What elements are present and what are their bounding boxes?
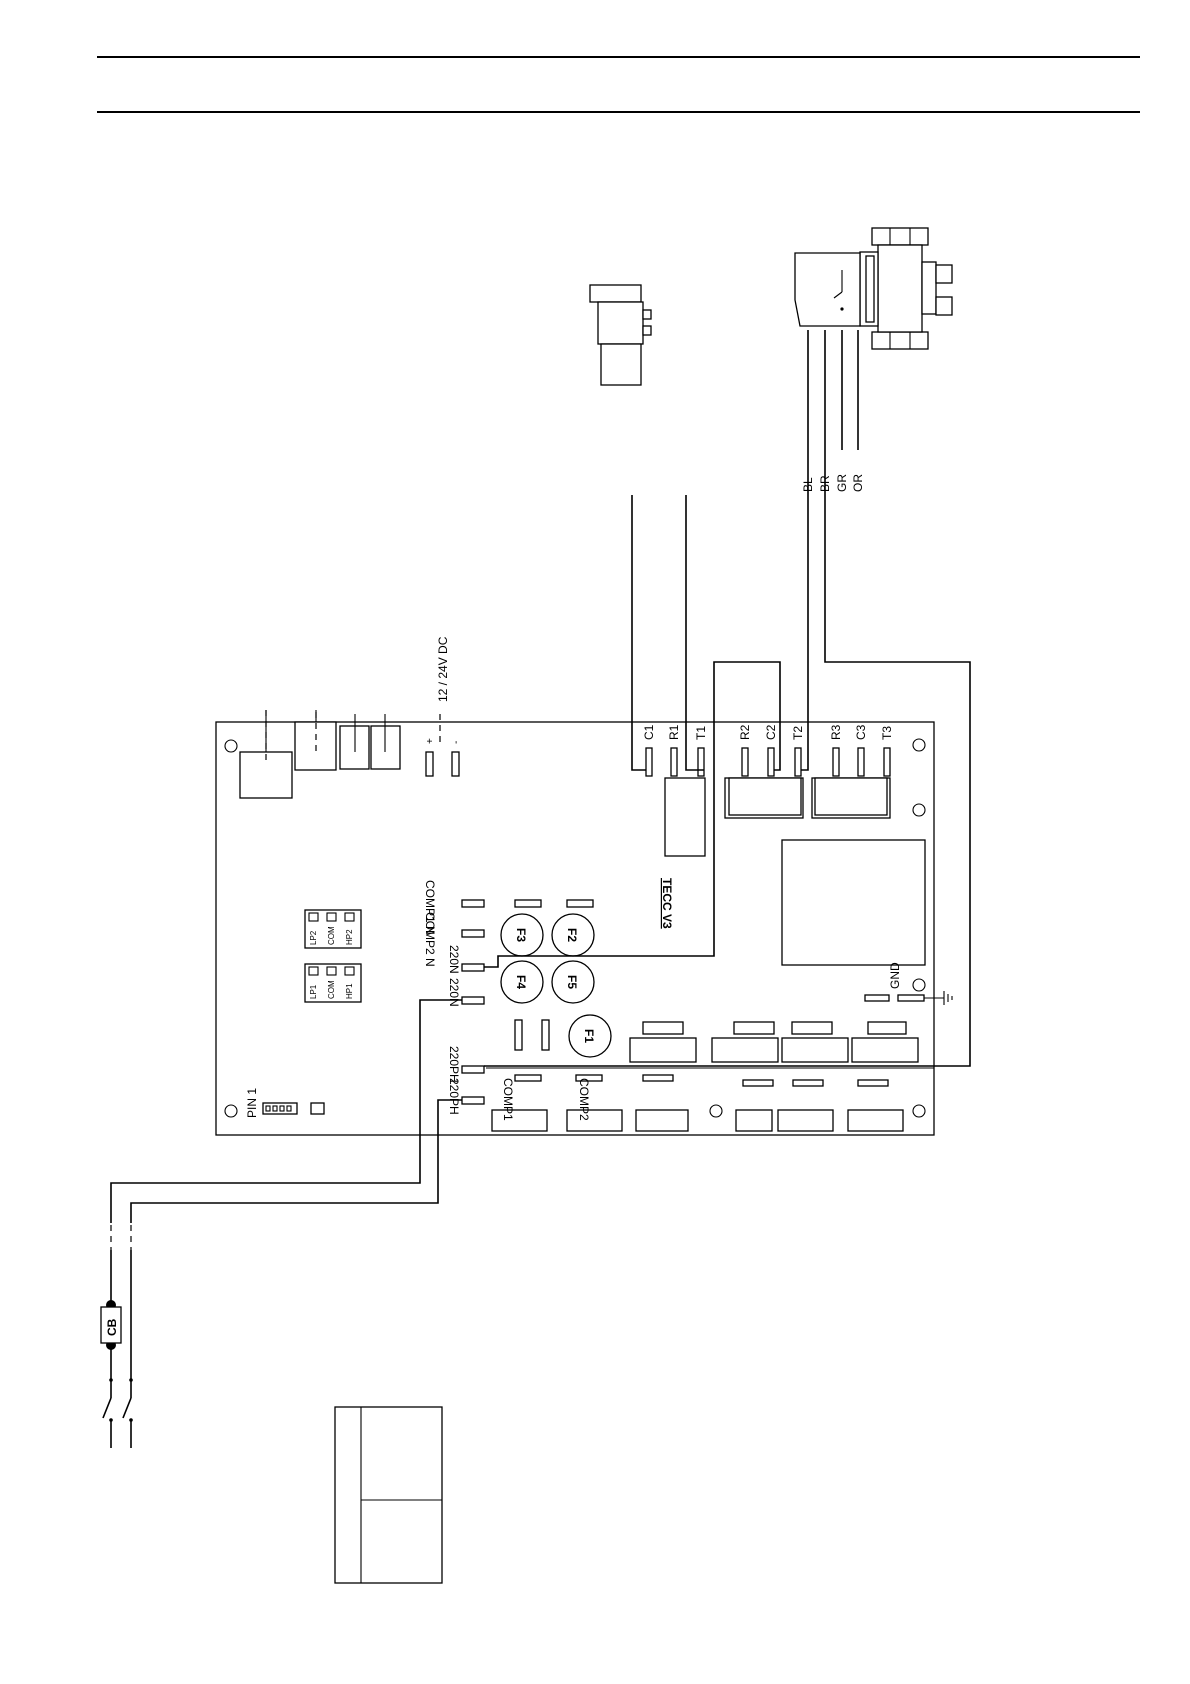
terminal-label: C1 [642,724,656,740]
valve-wire-labels: BL BR GR OR [801,474,865,492]
connector-label: COMP2 [577,1078,591,1121]
connector-label: 220PH [447,1078,461,1115]
power-minus-label: - [451,741,462,744]
terminal-label: T3 [880,726,894,740]
fuse-label: F3 [514,928,528,942]
connector-label: 220N [447,978,461,1007]
connector-label: COMP1 [501,1078,515,1121]
terminal-label: T2 [791,726,805,740]
switch-label: COM [327,980,336,999]
sensor-component [590,285,651,385]
relay [815,778,887,815]
fuse-label: F2 [565,928,579,942]
label-box [335,1407,442,1583]
switch-label: COM [327,926,336,945]
fuse-label: F4 [514,975,528,989]
relay [665,778,705,856]
transformer [782,840,925,965]
gnd-label: GND [888,962,902,989]
terminal-label: C2 [764,724,778,740]
wire-label: BL [801,477,815,492]
fuse-label: F5 [565,975,579,989]
fuse-label: F1 [582,1029,596,1043]
wire-label: OR [851,474,865,492]
pin1-label: PIN 1 [245,1088,259,1118]
connector-label: COMP2 N [423,912,437,967]
wire-label: BR [818,475,832,492]
switch-label: LP1 [309,984,318,999]
power-plus-label: + [425,738,436,744]
terminal-label: R3 [829,724,843,740]
relay [729,778,801,815]
terminal-label: C3 [854,724,868,740]
controller-board [216,710,952,1135]
switch-label: HP1 [345,983,354,999]
terminal-label: T1 [694,726,708,740]
terminal-label: R1 [667,724,681,740]
switch-label: LP2 [309,930,318,945]
terminal-label: R2 [738,724,752,740]
zone-valve [795,228,952,349]
board-name: TECC V3 [660,878,674,929]
connector-label: 220N [447,945,461,974]
terminal-labels: C1 R1 T1 R2 C2 T2 R3 C3 T3 [642,724,894,740]
wire-label: GR [835,474,849,492]
switch-label: HP2 [345,929,354,945]
power-label: 12 / 24V DC [436,636,450,702]
breaker-label: CB [105,1318,119,1336]
